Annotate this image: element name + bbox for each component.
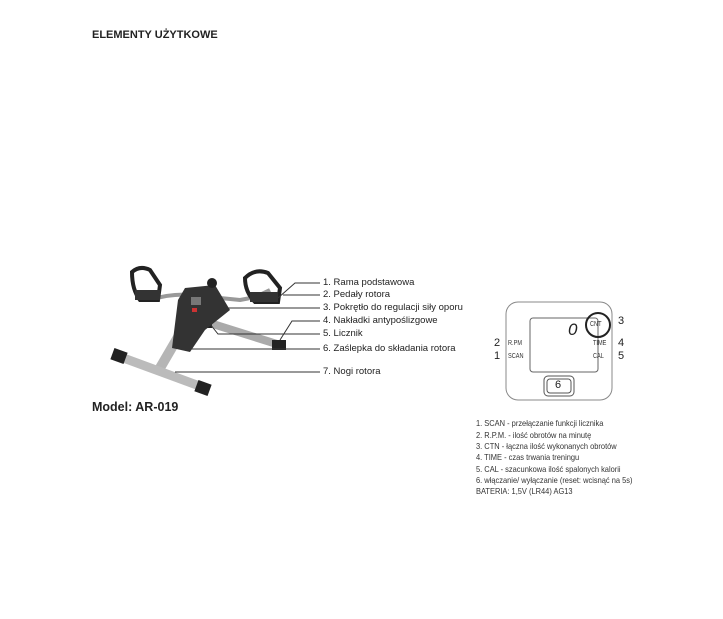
part-label-frame: 1. Rama podstawowa bbox=[323, 277, 415, 288]
model-number: Model: AR-019 bbox=[92, 400, 179, 414]
part-label-legs: 7. Nogi rotora bbox=[323, 366, 381, 377]
display-value: 0 bbox=[568, 320, 578, 339]
section-title: ELEMENTY UŻYTKOWE bbox=[92, 29, 218, 41]
legend-item: 3. CTN - łączna ilość wykonanych obrotów bbox=[476, 441, 617, 451]
rpm-label: R.PM bbox=[508, 340, 522, 347]
legend-item: 5. CAL - szacunkowa ilość spalonych kalo… bbox=[476, 464, 621, 474]
power-button-label: 6 bbox=[555, 379, 562, 391]
part-label-knob: 3. Pokrętło do regulacji siły oporu bbox=[323, 302, 463, 313]
legend-item: 6. włączanie/ wyłączanie (reset: wcisnąć… bbox=[476, 475, 633, 485]
callout-5: 5 bbox=[618, 350, 625, 362]
counter-diagram bbox=[505, 301, 613, 401]
callout-4: 4 bbox=[618, 337, 625, 349]
cnt-label: CNT bbox=[590, 321, 602, 328]
cal-label: CAL bbox=[593, 353, 604, 360]
legend-item: 1. SCAN - przełączanie funkcji licznika bbox=[476, 418, 604, 428]
legend-item: 4. TIME - czas trwania treningu bbox=[476, 452, 580, 462]
part-label-pedals: 2. Pedały rotora bbox=[323, 289, 391, 300]
scan-label: SCAN bbox=[508, 353, 524, 360]
leader-lines bbox=[175, 282, 320, 373]
battery-info: BATERIA: 1,5V (LR44) AG13 bbox=[476, 486, 573, 496]
legend-item: 2. R.P.M. - ilość obrotów na minutę bbox=[476, 430, 592, 440]
callout-3: 3 bbox=[618, 315, 625, 327]
callout-1: 1 bbox=[494, 350, 501, 362]
part-label-fold-cap: 6. Zaślepka do składania rotora bbox=[323, 343, 456, 354]
time-label: TIME bbox=[593, 340, 607, 347]
part-label-pads: 4. Nakładki antypoślizgowe bbox=[323, 315, 438, 326]
callout-2: 2 bbox=[494, 337, 501, 349]
bike-drawing bbox=[110, 265, 286, 397]
part-label-counter: 5. Licznik bbox=[323, 328, 363, 339]
